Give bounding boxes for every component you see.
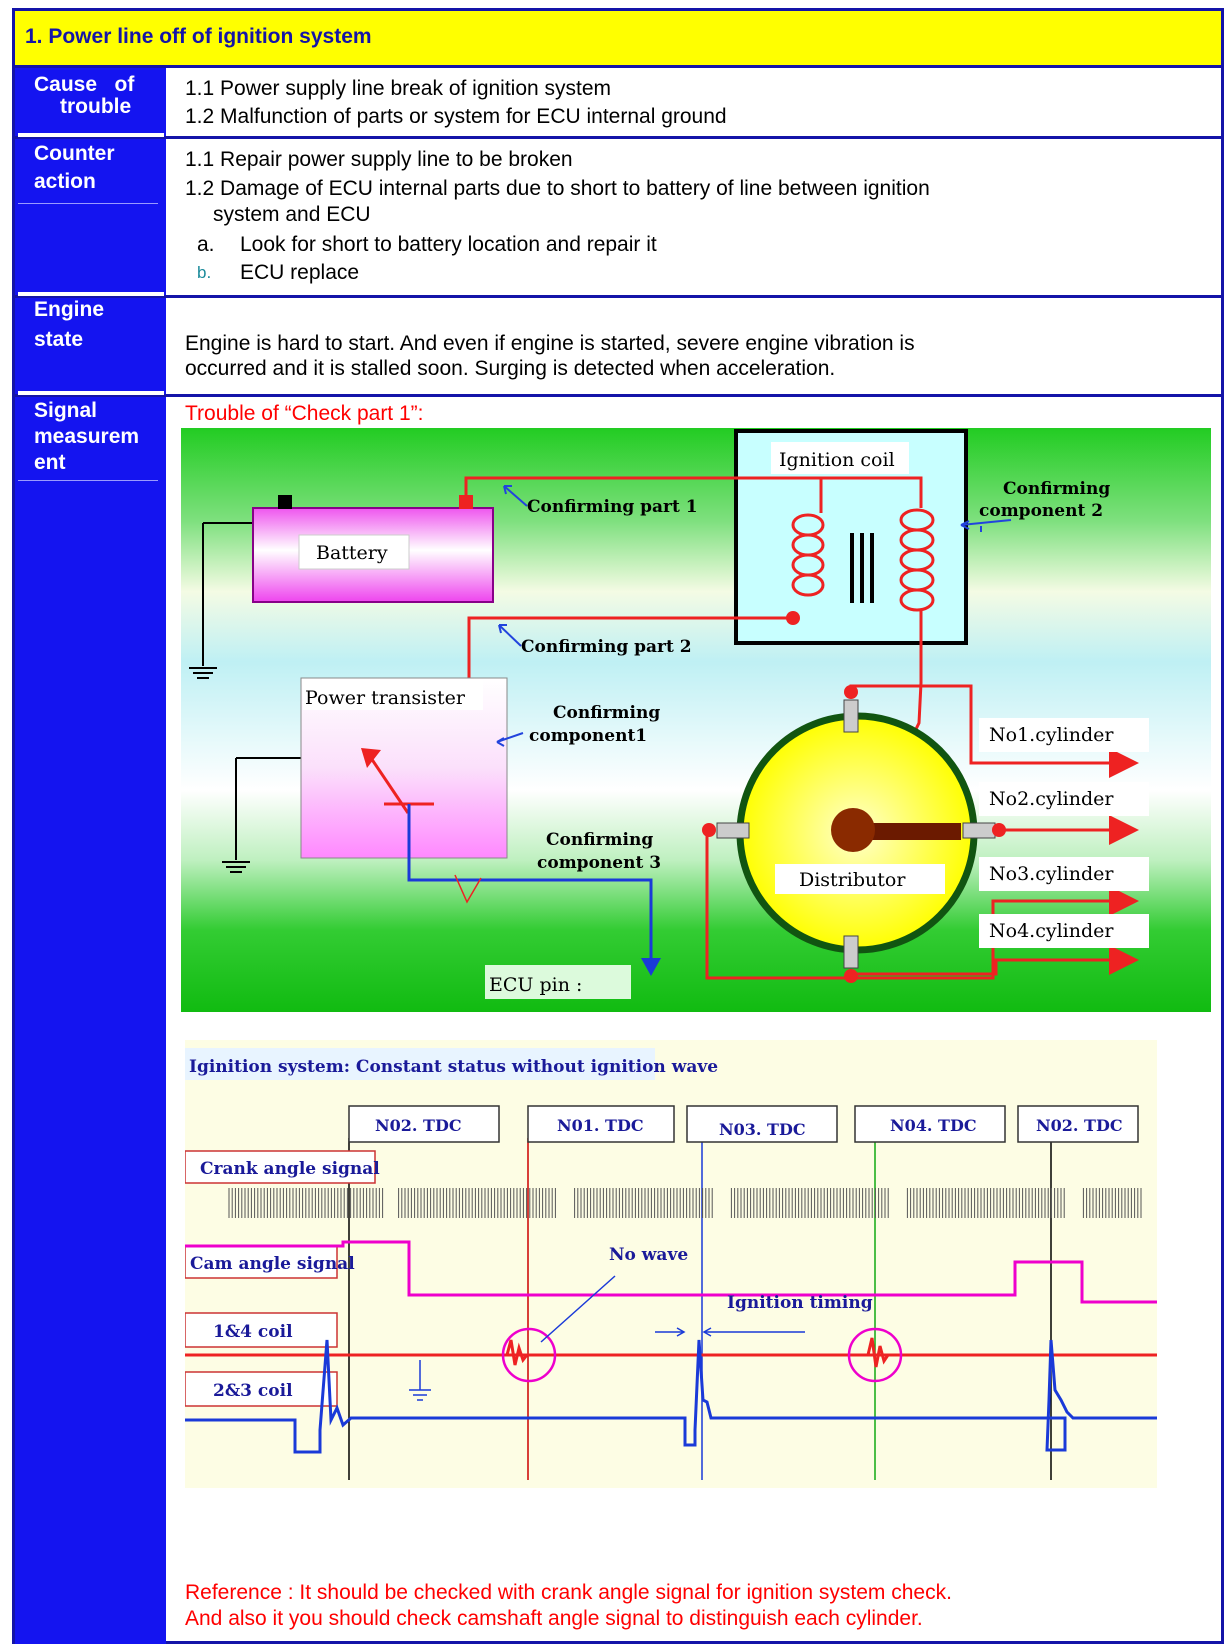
ground-marker [409,1360,431,1401]
cam-angle-signal [185,1240,1157,1304]
confirming-component-1-line2: component1 [529,726,647,746]
ecu-pin-label: ECU pin : [489,974,582,996]
row-separator [15,295,1221,298]
coil-23-signal [185,1339,1157,1454]
cause-line-2: 1.2 Malfunction of parts or system for E… [185,105,727,128]
section-title-bar: 1. Power line off of ignition system [15,11,1221,68]
label-counter-action: Counter action [34,143,185,193]
confirming-component-2-line1: Confirming [1003,479,1110,499]
section-title: 1. Power line off of ignition system [25,25,372,48]
tdc-label: N04. TDC [890,1116,977,1135]
counter-b-marker: b. [197,263,212,282]
tdc-label: N02. TDC [1036,1116,1123,1135]
tdc-label: N03. TDC [719,1120,806,1139]
ignition-coil-label: Ignition coil [779,449,895,471]
confirming-part-1-label: Confirming part 1 [527,497,698,517]
confirming-part-2-label: Confirming part 2 [521,637,692,657]
confirming-component-3-line1: Confirming [546,830,653,850]
label-separator [18,133,164,137]
coil-23-label: 2&3 coil [213,1381,293,1401]
confirming-component-1-line1: Confirming [553,703,660,723]
cause-line-1: 1.1 Power supply line break of ignition … [185,77,612,100]
trouble-label: Trouble of “Check part 1”: [185,402,424,425]
tdc-label: N02. TDC [375,1116,462,1135]
label-engine-line2: state [34,328,84,351]
label-separator [18,292,164,296]
counter-line-1: 1.1 Repair power supply line to be broke… [185,148,573,171]
label-signal-line3: ent [34,451,66,474]
crank-angle-signal [228,1188,1142,1218]
confirming-component-3-arrow [454,874,482,904]
label-separator [18,391,164,395]
ignition-timing-label: Ignition timing [727,1293,873,1313]
pointer-arrows [496,485,1012,747]
waveform-title: Iginition system: Constant status withou… [189,1057,718,1077]
ignition-coil: Ignition coil [734,429,968,645]
counter-a-marker: a. [197,233,215,256]
power-transistor: Power transister [300,677,508,859]
no3-cylinder-label: No3.cylinder [989,863,1114,885]
label-underline [18,480,158,481]
cam-angle-label: Cam angle signal [190,1254,355,1274]
label-signal-line1: Signal [34,399,98,422]
no4-cylinder-label: No4.cylinder [989,920,1114,942]
label-counter-line1: Counter [34,142,115,165]
label-cause: Cause of trouble [34,74,162,118]
no-wave-circle [847,1327,903,1383]
label-engine-state: Engine state [34,299,185,351]
row-separator [15,136,1221,139]
ecu-signal-wire [407,804,661,976]
tdc-label-boxes [348,1105,1139,1143]
row-separator [15,394,1221,397]
battery-label: Battery [316,542,388,564]
coil-terminal [786,611,800,625]
no-wave-circle [501,1327,557,1383]
confirming-component-2-line2: component 2 [979,501,1103,521]
ignition-circuit-diagram: Battery Ignition coil [181,428,1211,1012]
label-cause-line1: Cause of [34,73,135,96]
crank-angle-label: Crank angle signal [200,1159,380,1179]
no-wave-label: No wave [609,1245,688,1265]
label-engine-line1: Engine [34,298,105,321]
distributor: Distributor [716,699,996,969]
battery: Battery [252,495,494,603]
ecu-pin-box [485,965,631,999]
label-signal-measurement: Signal measurem ent [34,400,185,474]
counter-a-text: Look for short to battery location and r… [240,233,657,256]
reference-line-2: And also it you should check camshaft an… [185,1607,923,1630]
engine-state-line-2: occurred and it is stalled soon. Surging… [185,357,836,380]
counter-b-text: ECU replace [240,261,360,284]
power-transistor-label: Power transister [305,687,466,709]
label-signal-line2: measurem [34,425,140,448]
coil-14-signal [185,1337,1157,1368]
counter-line-2a: 1.2 Damage of ECU internal parts due to … [185,177,930,200]
counter-line-2b: system and ECU [213,203,371,226]
cylinder-labels: No1.cylinder No2.cylinder No3.cylinder N… [979,718,1149,948]
ignition-timing-arrow [655,1327,805,1337]
label-underline [18,203,158,204]
label-column [15,68,166,1644]
engine-state-line-1: Engine is hard to start. And even if eng… [185,332,915,355]
tdc-label: N01. TDC [557,1116,644,1135]
confirming-component-3-line2: component 3 [537,853,661,873]
coil-14-label: 1&4 coil [213,1322,293,1342]
reference-line-1: Reference : It should be checked with cr… [185,1581,952,1604]
distributor-label: Distributor [799,869,906,891]
ignition-waveform-diagram: Iginition system: Constant status withou… [185,1040,1157,1488]
no2-cylinder-label: No2.cylinder [989,788,1114,810]
label-counter-line2: action [34,170,96,193]
label-cause-line2: trouble [60,95,132,118]
no1-cylinder-label: No1.cylinder [989,724,1114,746]
